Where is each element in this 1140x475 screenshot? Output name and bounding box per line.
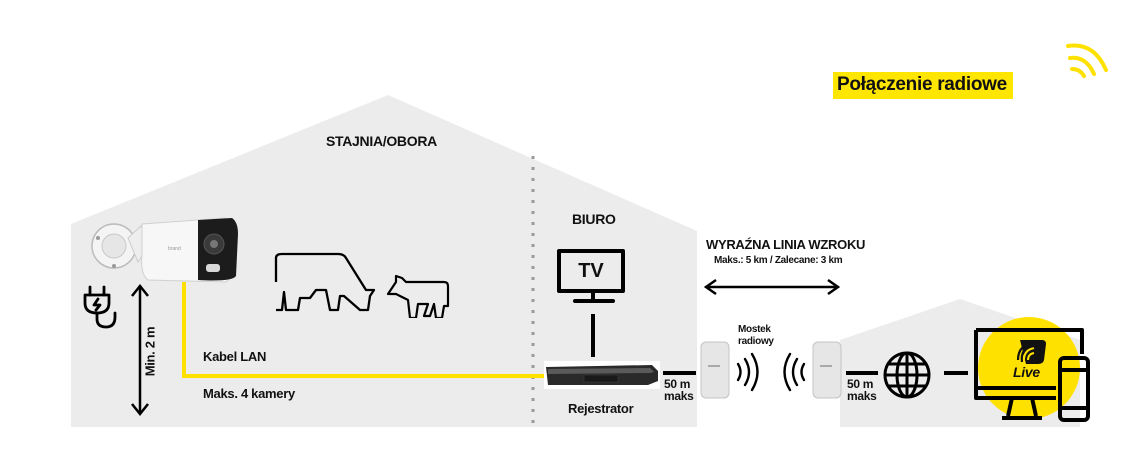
distance-right-value: 50 m	[847, 377, 874, 391]
tv-stand-neck	[591, 293, 595, 301]
distance-right-suffix: maks	[847, 389, 877, 403]
recorder-label: Rejestrator	[568, 401, 634, 416]
barn-building-shape	[71, 95, 697, 427]
line-of-sight-title: WYRAŹNA LINIA WZROKU	[706, 237, 866, 252]
svg-text:brand: brand	[168, 246, 181, 252]
radio-bridge-label-line2: radiowy	[738, 336, 774, 347]
cow-icon	[274, 252, 376, 312]
office-label: BIURO	[572, 211, 616, 227]
height-arrow-icon	[131, 283, 149, 417]
globe-icon	[883, 351, 931, 399]
radio-bridge-label-line1: Mostek	[738, 324, 771, 335]
barn-label: STAJNIA/OBORA	[326, 133, 437, 149]
radio-connection-title: Połączenie radiowe	[833, 72, 1013, 99]
live-label: Live	[1013, 364, 1040, 380]
distance-left-suffix: maks	[664, 389, 694, 403]
max-cameras-label: Maks. 4 kamery	[203, 386, 295, 401]
radio-waves-in-icon	[783, 352, 806, 392]
recorder-nvr-icon	[544, 361, 660, 389]
lan-cable-line	[182, 282, 546, 378]
radio-waves-out-icon	[736, 352, 759, 392]
radio-bridge-label: Mostek radiowy	[738, 324, 774, 348]
lan-cable-label: Kabel LAN	[203, 349, 267, 364]
bullet-camera-icon: brand	[91, 217, 238, 283]
line-of-sight-arrow-icon	[703, 278, 841, 296]
tv-label: TV	[578, 259, 604, 282]
distance-left-value: 50 m	[664, 377, 691, 391]
line-of-sight-subtitle: Maks.: 5 km / Zalecane: 3 km	[714, 255, 843, 266]
distance-left-label: 50 m maks	[664, 378, 694, 402]
camera-height-label: Min. 2 m	[142, 326, 158, 377]
distance-right-label: 50 m maks	[847, 378, 877, 402]
tv-monitor-icon: TV	[557, 249, 625, 293]
wifi-signal-icon	[1066, 43, 1108, 78]
calf-icon	[386, 274, 450, 318]
live-logo-icon	[1016, 340, 1046, 364]
radio-bridge-left-device-icon	[700, 341, 730, 399]
tv-stand-base	[573, 299, 615, 303]
power-plug-icon	[83, 285, 117, 329]
monitor-phone-icon	[974, 328, 1090, 422]
radio-bridge-right-device-icon	[812, 341, 842, 399]
